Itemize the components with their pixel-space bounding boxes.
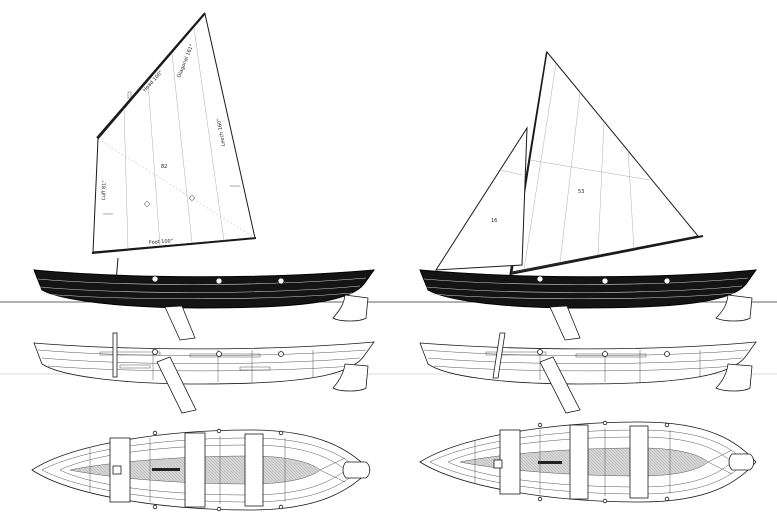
right-thwart-1 — [499, 429, 521, 495]
right-main-sail — [511, 50, 699, 273]
left-rudder — [332, 294, 369, 322]
right-hull-profile — [419, 269, 758, 341]
left-interior-profile — [33, 332, 375, 414]
left-mast-step — [112, 332, 118, 378]
left-plan-view — [31, 428, 371, 512]
left-sail-area-label: 82 — [161, 164, 167, 170]
left-boom — [91, 237, 257, 254]
left-thwart-3 — [244, 433, 264, 507]
left-centreboard — [164, 305, 196, 341]
luff-label: Luff 81" — [101, 180, 108, 200]
right-rudder — [715, 294, 753, 322]
right-thwart-3 — [629, 425, 649, 499]
left-thwart-2 — [184, 432, 206, 508]
right-sail-profile: 53 16 — [435, 50, 704, 278]
right-thwart-2 — [569, 424, 589, 500]
right-jib-area-label: 16 — [491, 218, 497, 224]
right-interior-hull — [419, 341, 757, 385]
right-centreboard — [549, 305, 581, 341]
left-oarlock-1 — [151, 275, 159, 283]
foot-label: Foot 100" — [149, 238, 174, 246]
right-mast-step — [492, 332, 506, 379]
left-oarlock-3 — [277, 277, 285, 285]
right-jib — [435, 126, 528, 271]
right-boom — [509, 235, 704, 275]
right-main-area-label: 53 — [578, 189, 584, 195]
right-oarlock-1 — [536, 275, 544, 283]
right-oarlock-3 — [663, 277, 671, 285]
right-hull — [419, 269, 758, 309]
left-interior-hull — [33, 341, 375, 385]
left-oarlock-2 — [215, 277, 223, 285]
right-plan-view — [419, 420, 757, 504]
left-sail-profile: 82 Head 100" Diagonal 161" Leech 160" Lu… — [91, 12, 257, 283]
right-oarlock-2 — [601, 277, 609, 285]
left-lug-sail — [92, 12, 256, 253]
left-yard — [96, 12, 206, 139]
leech-label: Leech 160" — [216, 118, 227, 147]
right-centreboard-raised — [539, 356, 581, 414]
right-interior-profile — [419, 332, 757, 414]
left-hull-profile — [33, 269, 376, 341]
left-hull — [33, 269, 376, 309]
left-centreboard-raised — [156, 356, 197, 414]
